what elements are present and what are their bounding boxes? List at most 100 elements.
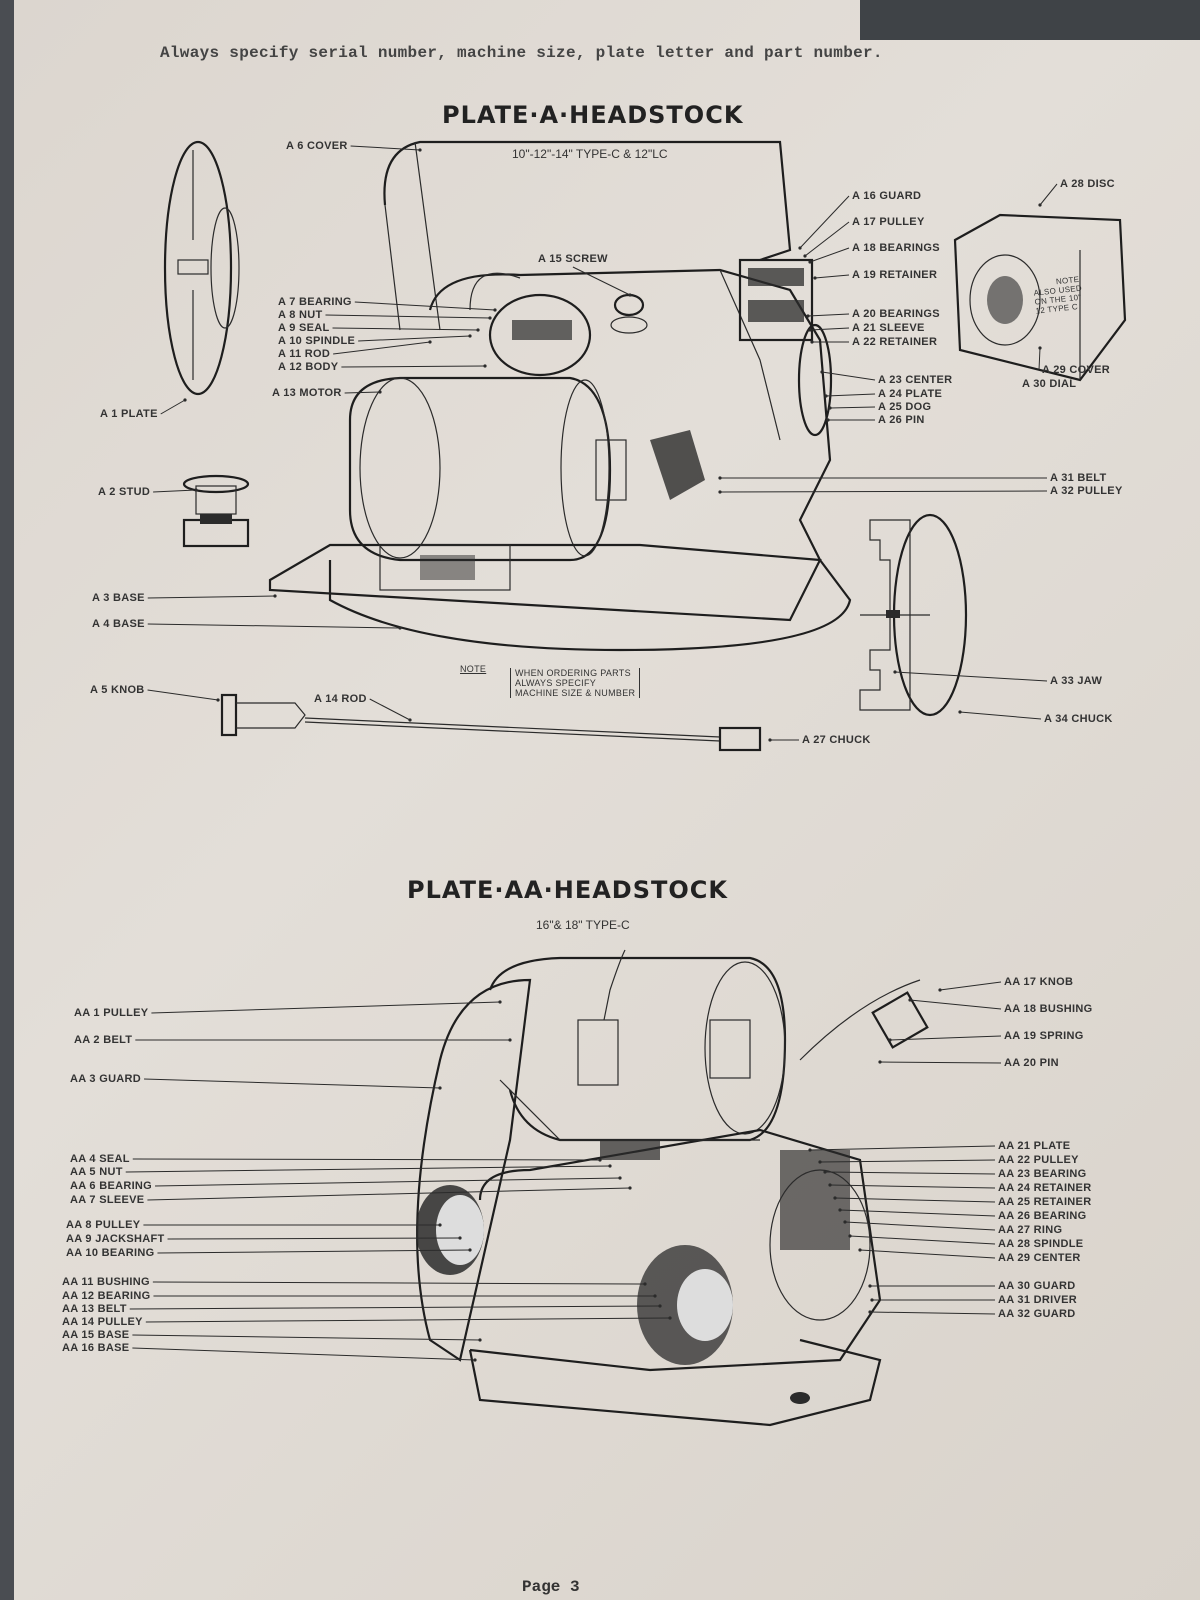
label-a7-leader [354, 301, 496, 311]
a28-disc-assembly-drawing [953, 213, 1127, 382]
label-a14: A 14 ROD [314, 693, 367, 705]
label-a17-leader-tip [803, 254, 807, 258]
label-a9-leader-tip [476, 328, 480, 332]
a12-body-drawing [328, 268, 852, 652]
label-a18-leader [809, 247, 850, 263]
label-a6-leader [350, 145, 421, 151]
label-a5: A 5 KNOB [90, 684, 145, 696]
label-a13-leader-tip [378, 390, 382, 394]
label-aa25-leader-tip [833, 1196, 837, 1200]
label-a19: A 19 RETAINER [852, 269, 938, 281]
header-note: Always specify serial number, machine si… [160, 44, 883, 62]
label-aa12-leader-tip [653, 1294, 657, 1298]
label-a23-leader [821, 371, 876, 381]
label-a10: A 10 SPINDLE [278, 335, 356, 347]
label-aa10-leader-tip [468, 1248, 472, 1252]
plate-a-subtitle: 10"-12"-14" TYPE-C & 12"LC [512, 147, 668, 161]
label-a15-leader-tip [628, 293, 632, 297]
label-a7: A 7 BEARING [278, 296, 352, 308]
label-aa11-leader-tip [643, 1282, 647, 1286]
label-aa24-leader-tip [828, 1183, 832, 1187]
label-a31: A 31 BELT [1050, 472, 1107, 484]
label-a11: A 11 ROD [278, 348, 331, 360]
label-aa13-leader [129, 1305, 661, 1310]
label-a31-leader-tip [718, 476, 722, 480]
label-aa2-leader-tip [508, 1038, 512, 1042]
label-aa5-leader-tip [608, 1164, 612, 1168]
label-aa27: AA 27 RING [998, 1224, 1063, 1236]
label-aa29: AA 29 CENTER [998, 1252, 1081, 1264]
label-a29-leader [1038, 347, 1041, 371]
label-aa29-leader-tip [858, 1248, 862, 1252]
label-aa28-leader [849, 1235, 996, 1245]
label-aa8-leader-tip [438, 1223, 442, 1227]
label-aa4-leader [132, 1158, 601, 1161]
label-a1-leader [160, 399, 186, 415]
label-aa9: AA 9 JACKSHAFT [66, 1233, 165, 1245]
label-a21-leader [809, 327, 850, 331]
label-aa3: AA 3 GUARD [70, 1073, 142, 1085]
label-a25: A 25 DOG [878, 401, 932, 413]
label-a9: A 9 SEAL [278, 322, 330, 334]
label-a11-leader-tip [428, 340, 432, 344]
label-aa1-leader-tip [498, 1000, 502, 1004]
label-a17-leader [804, 221, 850, 257]
label-aa22-leader-tip [818, 1160, 822, 1164]
a34-chuck-drawing [859, 513, 968, 717]
label-a14-leader-tip [408, 718, 412, 722]
label-a10-leader-tip [468, 334, 472, 338]
label-a5-leader [147, 689, 219, 701]
label-a24-leader-tip [824, 394, 828, 398]
ordering-note-prefix: NOTE [460, 664, 487, 674]
label-a29: A 29 COVER [1042, 364, 1111, 376]
label-a13: A 13 MOTOR [272, 387, 342, 399]
label-aa8: AA 8 PULLEY [66, 1219, 141, 1231]
label-a1-leader-tip [183, 398, 187, 402]
label-a25-leader-tip [828, 406, 832, 410]
label-a4: A 4 BASE [92, 618, 145, 630]
label-a1: A 1 PLATE [100, 408, 158, 420]
label-a23: A 23 CENTER [878, 374, 953, 386]
label-aa21: AA 21 PLATE [998, 1140, 1071, 1152]
label-a16-leader [799, 195, 850, 249]
label-a23-leader-tip [820, 370, 824, 374]
label-a32-leader-tip [718, 490, 722, 494]
label-a12-leader-tip [483, 364, 487, 368]
label-aa24: AA 24 RETAINER [998, 1182, 1092, 1194]
label-aa19-leader [889, 1035, 1002, 1041]
label-aa27-leader-tip [843, 1220, 847, 1224]
label-aa16-leader-tip [473, 1358, 477, 1362]
label-aa20-leader [879, 1061, 1002, 1064]
label-a34-leader [959, 711, 1042, 720]
label-a16-leader-tip [798, 246, 802, 250]
label-a15-leader [572, 266, 631, 296]
label-a18-leader-tip [808, 260, 812, 264]
label-a33-leader-tip [893, 670, 897, 674]
plate-aa-subtitle: 16"& 18" TYPE-C [536, 918, 630, 932]
label-aa1-leader [151, 1001, 501, 1014]
label-aa22: AA 22 PULLEY [998, 1154, 1079, 1166]
label-a26: A 26 PIN [878, 414, 925, 426]
page-number: Page 3 [522, 1578, 580, 1596]
label-a21: A 21 SLEEVE [852, 322, 925, 334]
label-aa13-leader-tip [658, 1304, 662, 1308]
label-aa7: AA 7 SLEEVE [70, 1194, 145, 1206]
label-aa28-leader-tip [848, 1234, 852, 1238]
plate-a-title: PLATE·A·HEADSTOCK [442, 101, 744, 129]
label-aa9-leader [167, 1237, 461, 1240]
label-aa21-leader [809, 1145, 996, 1151]
label-a13-leader [344, 391, 381, 394]
label-a24-leader [825, 393, 876, 397]
plate-aa-title: PLATE·AA·HEADSTOCK [407, 876, 728, 904]
label-a19-leader [814, 274, 850, 279]
label-a32-leader [719, 490, 1048, 493]
label-a2: A 2 STUD [98, 486, 151, 498]
label-aa26-leader-tip [838, 1208, 842, 1212]
label-aa19-leader-tip [888, 1038, 892, 1042]
manual-page [14, 0, 1200, 1600]
label-a5-leader-tip [216, 698, 220, 702]
label-a29-leader-tip [1038, 346, 1042, 350]
label-a34: A 34 CHUCK [1044, 713, 1113, 725]
label-aa24-leader [829, 1184, 996, 1189]
